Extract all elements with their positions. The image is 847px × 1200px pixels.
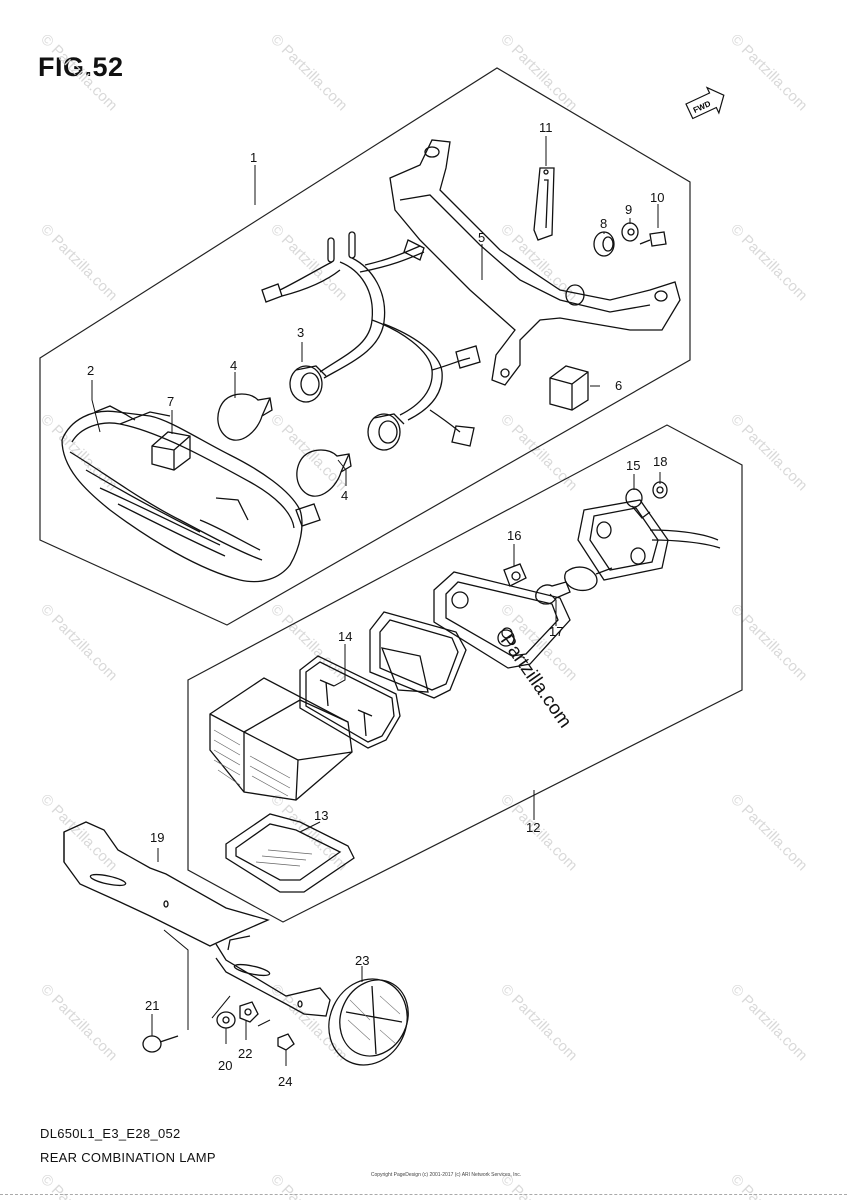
watermark-text: © Partzilla.com — [497, 411, 580, 494]
callout-15: 15 — [626, 458, 640, 473]
watermark-text: © Partzilla.com — [37, 601, 120, 684]
watermark-text: © Partzilla.com — [727, 601, 810, 684]
watermark-text: © Partzilla.com — [727, 411, 810, 494]
reflector-part-13 — [225, 813, 355, 893]
copyright-note: Copyright PageDesign (c) 2001-2017 (c) A… — [370, 1172, 522, 1178]
cushion-part-6 — [549, 365, 589, 411]
copyright-symbol-icon — [501, 627, 513, 639]
callout-22: 22 — [238, 1046, 252, 1061]
callout-21: 21 — [145, 998, 159, 1013]
bottom-divider — [0, 1194, 847, 1195]
watermark-text: © Partzilla.com — [727, 791, 810, 874]
callout-6: 6 — [615, 378, 622, 393]
tail-lamp-part-2 — [61, 405, 321, 583]
rear-lamp-body — [209, 677, 373, 801]
callout-18: 18 — [653, 454, 667, 469]
washer-part-9 — [621, 222, 639, 242]
bracket-part-5 — [389, 139, 681, 386]
callout-11: 11 — [539, 120, 553, 135]
grommet-part-16 — [503, 563, 527, 587]
bulb-part-4-lower — [296, 449, 352, 497]
watermark-text: © Partzilla.com — [497, 981, 580, 1064]
callout-8: 8 — [600, 216, 607, 231]
callout-numbers: 1 2 3 4 4 5 6 7 8 9 10 11 12 13 14 15 16… — [87, 120, 667, 1089]
callout-12: 12 — [526, 820, 540, 835]
watermark-text: © Partzilla.com — [727, 1171, 810, 1200]
callout-14: 14 — [338, 629, 352, 644]
callout-3: 3 — [297, 325, 304, 340]
callout-13: 13 — [314, 808, 328, 823]
model-code: DL650L1_E3_E28_052 — [40, 1126, 181, 1141]
callout-9: 9 — [625, 202, 632, 217]
watermark-text: © Partzilla.com — [37, 981, 120, 1064]
callout-1: 1 — [250, 150, 257, 165]
callout-23: 23 — [355, 953, 369, 968]
callout-leaders — [91, 136, 661, 1066]
bulb-part-17 — [535, 581, 571, 605]
watermark-text: © Partzilla.com — [267, 221, 350, 304]
callout-10: 10 — [650, 190, 664, 205]
strap-part-11 — [533, 167, 555, 241]
assembly-12-outline — [187, 424, 743, 923]
watermark-text: © Partzilla.com — [727, 221, 810, 304]
watermark-text: © Partzilla.com — [267, 31, 350, 114]
callout-24: 24 — [278, 1074, 292, 1089]
assembly-1-outline — [39, 67, 691, 626]
license-lamp-housing — [564, 499, 721, 592]
watermark-text: © Partzilla.com — [727, 981, 810, 1064]
callout-20: 20 — [218, 1058, 232, 1073]
nut-part-22 — [239, 1001, 259, 1023]
bolt-part-21 — [142, 1035, 179, 1053]
bulb-part-4-upper — [217, 393, 273, 441]
watermark-text: © Partzilla.com — [267, 791, 350, 874]
watermark-text: © Partzilla.com — [267, 981, 350, 1064]
nut-part-24 — [277, 1033, 295, 1051]
watermark-text: © Partzilla.com — [497, 31, 580, 114]
watermark-text: © Partzilla.com — [267, 1171, 350, 1200]
grommet-part-8 — [593, 231, 615, 257]
lamp-inner-lens — [369, 611, 467, 699]
gasket-part-14 — [299, 655, 401, 749]
side-reflector-part-23 — [328, 978, 409, 1066]
nut-part-18 — [652, 481, 668, 499]
diagram-name: REAR COMBINATION LAMP — [40, 1150, 216, 1165]
watermark-text: © Partzilla.com — [37, 791, 120, 874]
screw-part-15 — [625, 488, 651, 519]
watermark-text: © Partzilla.com — [727, 31, 810, 114]
callout-2: 2 — [87, 363, 94, 378]
callout-16: 16 — [507, 528, 521, 543]
callout-4-upper: 4 — [230, 358, 237, 373]
license-bracket-part-19 — [63, 821, 331, 1017]
figure-title: FIG.52 — [38, 52, 124, 82]
watermark-text: © Partzilla.com — [37, 31, 120, 114]
watermark-text: © Partzilla.com — [37, 221, 120, 304]
washer-part-20 — [216, 1011, 236, 1029]
callout-5: 5 — [478, 230, 485, 245]
callout-4-lower: 4 — [341, 488, 348, 503]
screw-part-10 — [639, 231, 667, 247]
callout-7: 7 — [167, 394, 174, 409]
callout-19: 19 — [150, 830, 164, 845]
watermark-text: © Partzilla.com — [37, 1171, 120, 1200]
watermark-layer: © Partzilla.com © Partzilla.com © Partzill… — [37, 31, 810, 1200]
socket-harness-part-3 — [261, 231, 481, 451]
group-outlines — [39, 67, 743, 923]
gasket-part-7 — [151, 431, 191, 471]
assembly-guide-lines — [163, 929, 271, 1030]
callout-17: 17 — [549, 624, 563, 639]
fwd-arrow-icon: FWD — [685, 86, 725, 120]
